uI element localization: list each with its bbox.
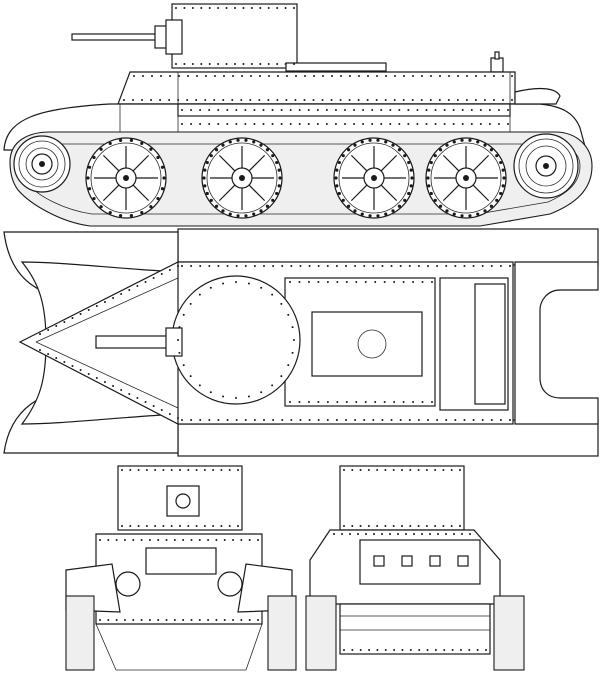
top-gun-mantlet	[165, 327, 183, 357]
front-track-left	[65, 595, 95, 671]
side-view	[3, 3, 593, 227]
side-wheel-5	[425, 137, 507, 219]
rear-view	[305, 465, 525, 671]
side-turret-ring	[285, 62, 387, 72]
side-wheel-3	[201, 137, 283, 219]
top-filler-cap	[357, 329, 387, 359]
top-gun-barrel	[95, 335, 177, 349]
top-turret	[171, 275, 301, 405]
side-exhaust	[514, 87, 561, 105]
rear-track-right	[493, 595, 525, 671]
top-rear-fenders	[514, 261, 599, 425]
side-wheel-1	[13, 135, 71, 193]
front-track-right	[267, 595, 297, 671]
top-rivets	[39, 265, 511, 421]
side-wheel-6	[513, 133, 579, 199]
front-headlight-left	[115, 571, 141, 597]
side-main-gun	[71, 19, 183, 55]
front-headlight-right	[217, 571, 243, 597]
top-track-upper	[177, 228, 599, 266]
top-engine-hatch	[311, 311, 423, 377]
front-gun-mount	[166, 485, 200, 517]
top-track-lower	[177, 419, 599, 457]
side-turret	[171, 3, 298, 69]
side-periscope	[490, 57, 504, 73]
top-view	[3, 228, 599, 457]
side-rivets	[123, 7, 513, 125]
side-wheel-4	[333, 137, 415, 219]
front-hatch	[145, 547, 217, 575]
rear-lower-hull	[339, 603, 491, 655]
rear-rivets	[333, 469, 487, 651]
rear-turret	[339, 465, 465, 531]
front-rivets	[99, 469, 259, 621]
side-wheel-2	[85, 137, 167, 219]
rear-track-left	[305, 595, 337, 671]
side-road-wheels	[13, 133, 579, 219]
front-view	[65, 465, 297, 671]
